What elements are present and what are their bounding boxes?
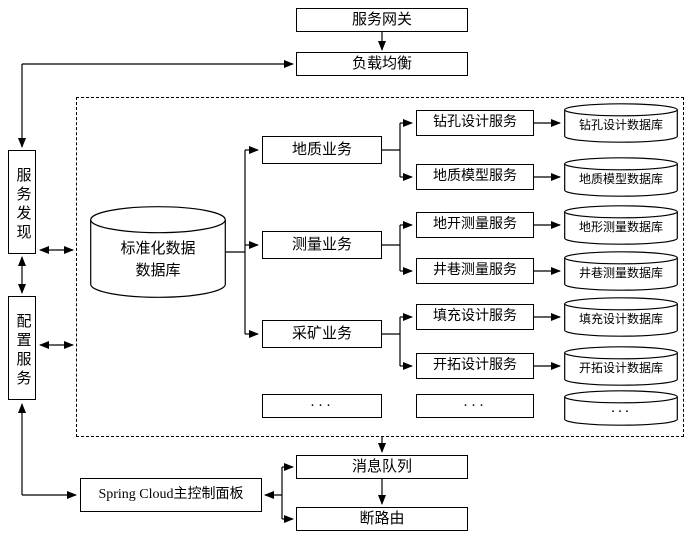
survey-business-label: 测量业务: [291, 236, 352, 253]
geology-business-label: 地质业务: [291, 141, 352, 158]
spring-cloud-control-panel-label: Spring Cloud主控制面板: [98, 487, 244, 502]
cylinder-shape: [564, 346, 678, 386]
central-database-line2: 数据库: [135, 262, 181, 279]
cylinder-shape: [564, 157, 678, 197]
geology-model-database-label: 地质模型数据库: [578, 172, 663, 186]
cylinder-shape: [564, 390, 678, 426]
node-business-ellipsis: ···: [262, 394, 382, 418]
database-ellipsis-cylinder: ···: [564, 390, 678, 426]
development-design-service-label: 开拓设计服务: [433, 358, 517, 373]
service-discovery-label: 服务发现: [14, 167, 31, 243]
node-message-queue: 消息队列: [296, 455, 468, 479]
mining-business-label: 采矿业务: [291, 325, 352, 342]
business-ellipsis-label: ···: [310, 397, 334, 414]
backfill-design-service-label: 填充设计服务: [433, 309, 517, 324]
load-balancer-label: 负载均衡: [351, 55, 412, 72]
development-design-database-label: 开拓设计数据库: [578, 361, 663, 375]
terrain-survey-service-label: 地开测量服务: [433, 217, 517, 232]
node-development-design-service: 开拓设计服务: [416, 353, 534, 379]
node-config-service: 配置服务: [8, 296, 36, 400]
drill-design-service-label: 钻孔设计服务: [433, 115, 517, 130]
node-circuit-router: 断路由: [296, 507, 468, 531]
cylinder-shape: [564, 103, 678, 143]
circuit-router-label: 断路由: [359, 510, 405, 527]
tunnel-survey-service-label: 井巷测量服务: [433, 263, 517, 278]
cylinder-shape: [564, 205, 678, 245]
node-service-ellipsis: ···: [416, 394, 534, 418]
tunnel-survey-database-cylinder: 井巷测量数据库: [564, 251, 678, 291]
database-ellipsis-label: ···: [610, 404, 632, 420]
node-geology-model-service: 地质模型服务: [416, 164, 534, 190]
backfill-design-database-cylinder: 填充设计数据库: [564, 297, 678, 337]
terrain-survey-database-label: 地形测量数据库: [578, 220, 663, 234]
node-load-balancer: 负载均衡: [296, 52, 468, 76]
terrain-survey-database-cylinder: 地形测量数据库: [564, 205, 678, 245]
node-survey-business: 测量业务: [262, 231, 382, 259]
central-database-cylinder: 标准化数据 数据库: [90, 206, 226, 298]
service-gateway-label: 服务网关: [351, 11, 412, 28]
development-design-database-cylinder: 开拓设计数据库: [564, 346, 678, 386]
cylinder-shape: [564, 251, 678, 291]
drill-design-database-cylinder: 钻孔设计数据库: [564, 103, 678, 143]
config-service-label: 配置服务: [14, 313, 31, 389]
central-database-label: 标准化数据 数据库: [90, 239, 226, 283]
node-service-gateway: 服务网关: [296, 8, 468, 32]
geology-model-service-label: 地质模型服务: [433, 169, 517, 184]
drill-design-database-label: 钻孔设计数据库: [578, 118, 663, 132]
node-geology-business: 地质业务: [262, 136, 382, 164]
cylinder-shape: [90, 206, 226, 298]
message-queue-label: 消息队列: [351, 458, 412, 475]
service-ellipsis-label: ···: [463, 397, 487, 414]
central-database-line1: 标准化数据: [120, 241, 196, 257]
node-mining-business: 采矿业务: [262, 320, 382, 348]
microservice-group-boundary: [76, 97, 684, 437]
tunnel-survey-database-label: 井巷测量数据库: [578, 266, 663, 280]
cylinder-shape: [564, 297, 678, 337]
node-backfill-design-service: 填充设计服务: [416, 304, 534, 330]
node-tunnel-survey-service: 井巷测量服务: [416, 258, 534, 284]
node-drill-design-service: 钻孔设计服务: [416, 110, 534, 136]
geology-model-database-cylinder: 地质模型数据库: [564, 157, 678, 197]
node-service-discovery: 服务发现: [8, 150, 36, 254]
backfill-design-database-label: 填充设计数据库: [578, 312, 663, 326]
node-spring-cloud-control-panel: Spring Cloud主控制面板: [80, 478, 262, 512]
node-terrain-survey-service: 地开测量服务: [416, 212, 534, 238]
